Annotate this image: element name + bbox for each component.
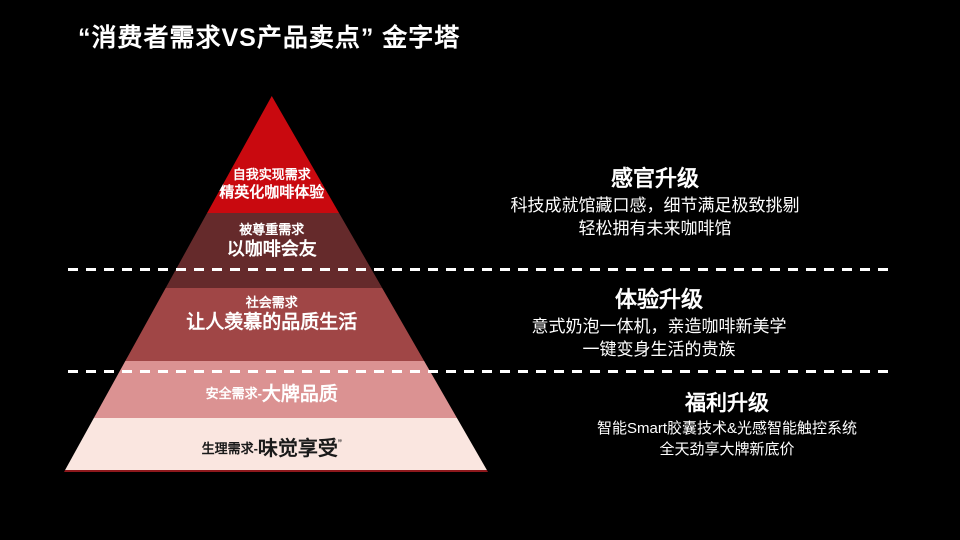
annotation-sensory-upgrade: 感官升级 科技成就馆藏口感，细节满足极致挑剔 轻松拥有未来咖啡馆: [511, 166, 800, 240]
annotation-experience-upgrade: 体验升级 意式奶泡一体机，亲造咖啡新美学 一键变身生活的贵族: [532, 287, 787, 361]
level-5-need: 生理需求-: [201, 441, 258, 456]
annotation-2-title: 体验升级: [614, 287, 703, 312]
level-2-need: 被尊重需求: [239, 222, 305, 237]
level-4-selling: 大牌品质: [261, 384, 338, 405]
level-3-need: 社会需求: [245, 295, 298, 310]
annotation-3-title: 福利升级: [684, 392, 769, 415]
needs-pyramid-diagram: 自我实现需求 精英化咖啡体验 被尊重需求 以咖啡会友 社会需求 让人羡慕的品质生…: [64, 96, 488, 472]
annotation-2-line2: 一键变身生活的贵族: [582, 340, 736, 359]
pyramid-base-line: [64, 470, 488, 472]
pyramid-level-1-label: 自我实现需求 精英化咖啡体验: [219, 167, 324, 202]
divider-dashed-line-upper: [68, 268, 890, 271]
annotation-1-title: 感官升级: [610, 166, 699, 191]
pyramid-level-2-label: 被尊重需求 以咖啡会友: [227, 222, 317, 260]
annotation-1-line1: 科技成就馆藏口感，细节满足极致挑剔: [510, 196, 800, 215]
level-1-selling: 精英化咖啡体验: [219, 184, 325, 201]
annotation-1-line2: 轻松拥有未来咖啡馆: [578, 219, 732, 238]
level-5-selling: 味觉享受: [257, 438, 338, 460]
annotation-benefit-upgrade: 福利升级 智能Smart胶囊技术&光感智能触控系统 全天劲享大牌新底价: [597, 392, 857, 460]
pyramid-level-3-label: 社会需求 让人羡慕的品质生活: [186, 295, 357, 335]
page-title: “消费者需求VS产品卖点” 金字塔: [78, 24, 461, 52]
pyramid-level-4-label: 安全需求-大牌品质: [206, 379, 338, 406]
level-2-selling: 以咖啡会友: [226, 239, 317, 259]
pyramid-level-5-label: 生理需求-味觉享受”: [202, 432, 342, 461]
level-5-quote-mark: ”: [337, 437, 342, 451]
level-4-need: 安全需求-: [205, 386, 262, 401]
annotation-3-line2: 全天劲享大牌新底价: [659, 441, 795, 458]
level-3-selling: 让人羡慕的品质生活: [186, 312, 358, 333]
level-1-need: 自我实现需求: [232, 167, 311, 182]
annotation-3-line1: 智能Smart胶囊技术&光感智能触控系统: [596, 420, 858, 437]
pyramid-level-5-band: [64, 418, 488, 470]
annotation-2-line1: 意式奶泡一体机，亲造咖啡新美学: [531, 317, 787, 336]
divider-dashed-line-lower: [68, 370, 890, 373]
